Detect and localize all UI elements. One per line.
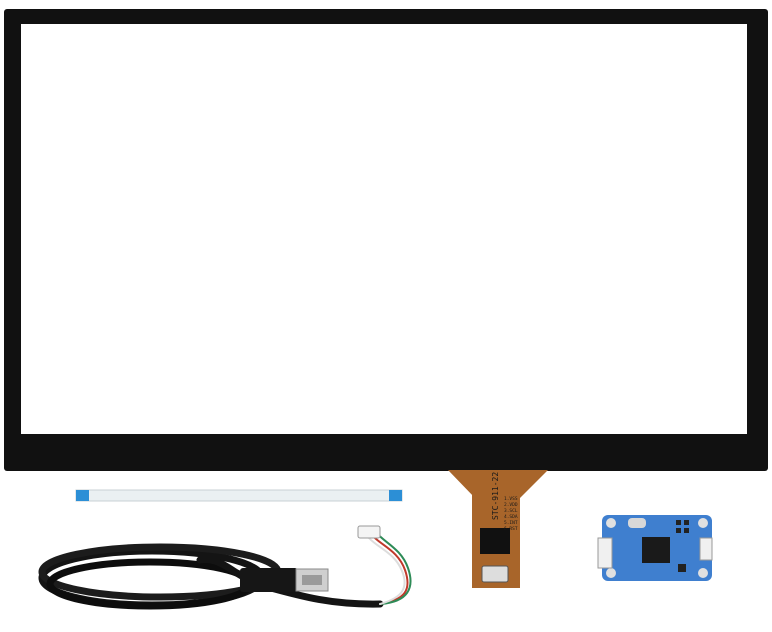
fpc-pin: 4.SDA <box>504 514 518 520</box>
controller-board <box>597 515 713 581</box>
mount-hole <box>606 518 616 528</box>
wire-green <box>375 531 412 605</box>
touch-panel <box>4 9 768 471</box>
fpc-pin: 2.VDD <box>504 502 518 508</box>
fpc-label: STC-911-22 <box>491 472 500 520</box>
fpc-pin: 3.SCL <box>504 508 518 514</box>
connector-left <box>597 537 613 569</box>
smd-part <box>678 564 686 572</box>
ribbon-tip-left <box>76 490 89 501</box>
usb-plug-body <box>240 568 298 592</box>
usb-plug-slot <box>302 575 322 585</box>
fpc-pin: 1.VSS <box>504 496 518 502</box>
wire-white <box>368 537 406 605</box>
usb-cable <box>38 525 412 610</box>
fpc-pin-list: 1.VSS 2.VDD 3.SCL 4.SDA 5.INT 6.RST <box>504 496 518 532</box>
mount-hole <box>698 518 708 528</box>
connector-right <box>699 537 713 561</box>
mcu-chip <box>642 537 670 563</box>
fpc-tail: STC-911-22 1.VSS 2.VDD 3.SCL 4.SDA 5.INT… <box>448 470 548 588</box>
fpc-connector <box>481 565 509 583</box>
fpc-pin: 6.RST <box>504 526 518 532</box>
ribbon-body <box>75 489 403 502</box>
fpc-chip <box>480 528 510 554</box>
fpc-pin: 5.INT <box>504 520 518 526</box>
ribbon-cable <box>75 489 403 502</box>
pin-header <box>676 520 689 533</box>
mount-hole <box>606 568 616 578</box>
crystal <box>628 518 646 528</box>
mount-hole <box>698 568 708 578</box>
wire-connector <box>357 525 381 539</box>
ribbon-tip-right <box>389 490 402 501</box>
panel-glass <box>21 24 747 434</box>
wire-red <box>371 534 409 605</box>
